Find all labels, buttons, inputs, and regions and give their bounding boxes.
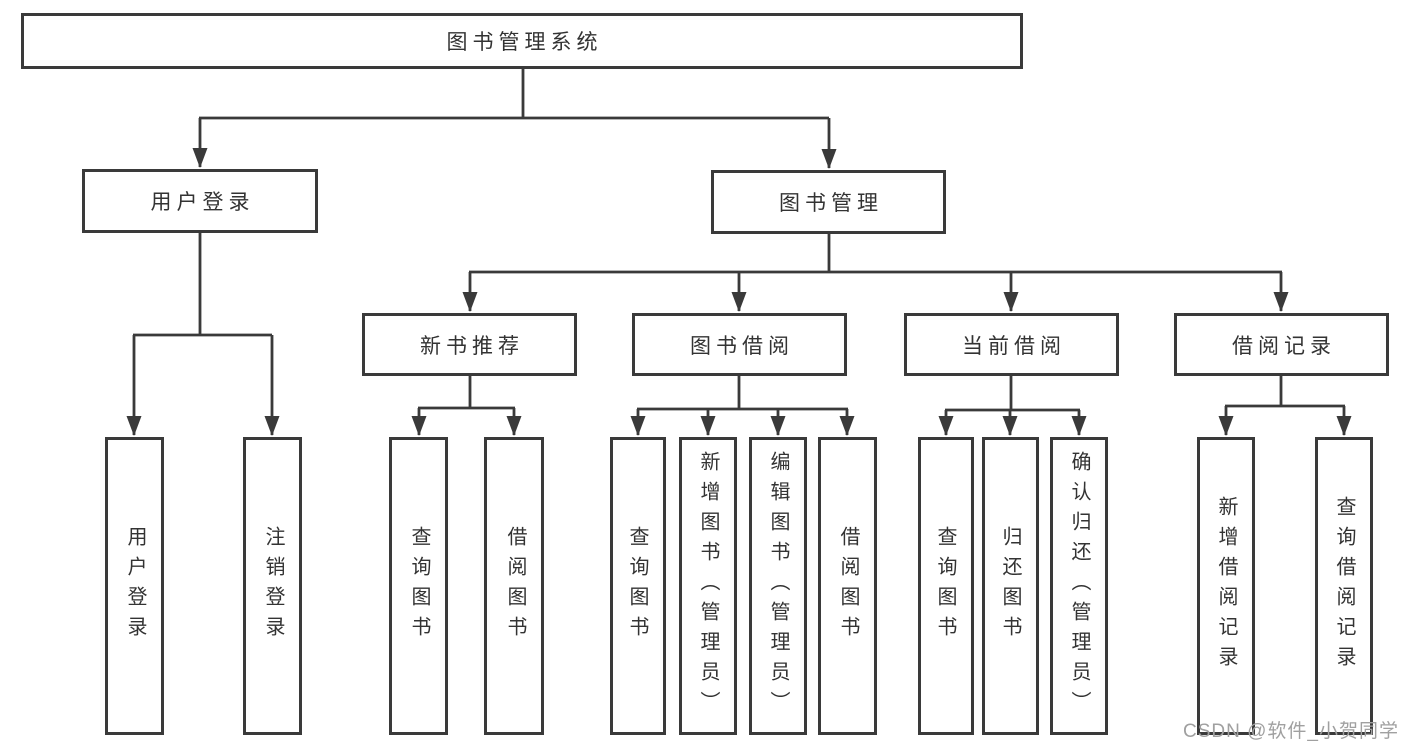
node-return-books: 归还图书 [982,437,1039,735]
edge-book-management-to-level3 [462,234,1289,312]
node-confirm-return-admin: 确认归还（管理员） [1050,437,1108,735]
edge-current-borrow-to-children [938,376,1087,436]
node-book-borrow: 图书借阅 [632,313,847,376]
watermark: CSDN @软件_小贺同学 [1183,721,1399,742]
node-add-book-admin: 新增图书（管理员） [679,437,737,735]
edge-borrow-records-to-children [1218,376,1352,436]
node-user-login: 用户登录 [82,169,318,233]
edge-book-borrow-to-children [630,376,855,436]
node-query-borrow-record: 查询借阅记录 [1315,437,1373,735]
node-book-management: 图书管理 [711,170,946,234]
edge-new-book-recommend-to-children [411,376,522,436]
node-edit-book-admin: 编辑图书（管理员） [749,437,807,735]
edge-user-login-to-children [126,233,280,436]
node-current-borrow: 当前借阅 [904,313,1119,376]
node-new-book-recommend: 新书推荐 [362,313,577,376]
node-query-books-recommend: 查询图书 [389,437,448,735]
node-library-management-system: 图书管理系统 [21,13,1023,69]
node-add-borrow-record: 新增借阅记录 [1197,437,1255,735]
node-query-books-borrow: 查询图书 [610,437,666,735]
node-user-login-action: 用户登录 [105,437,164,735]
node-query-books-current: 查询图书 [918,437,974,735]
node-logout: 注销登录 [243,437,302,735]
node-borrow-records: 借阅记录 [1174,313,1389,376]
node-borrow-books-recommend: 借阅图书 [484,437,544,735]
node-borrow-books-action: 借阅图书 [818,437,877,735]
edge-root-to-level2 [192,69,837,169]
